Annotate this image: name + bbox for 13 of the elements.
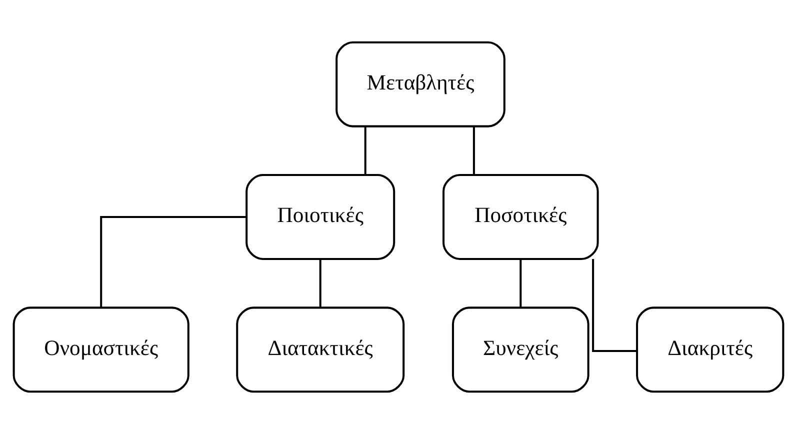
node-box: Ονομαστικές xyxy=(12,306,190,392)
node-box: Συνεχείς xyxy=(452,306,590,392)
node-box: Ποιοτικές xyxy=(246,174,396,260)
connector xyxy=(100,215,246,308)
node-box: Ποσοτικές xyxy=(442,174,599,260)
connector xyxy=(364,126,366,174)
connector xyxy=(319,258,322,307)
connector xyxy=(472,126,475,174)
node-box: Διακριτές xyxy=(636,306,784,392)
connector xyxy=(592,258,637,352)
connector xyxy=(520,258,522,307)
node-box: Διατακτικές xyxy=(236,306,405,392)
node-box: Μεταβλητές xyxy=(336,40,506,127)
